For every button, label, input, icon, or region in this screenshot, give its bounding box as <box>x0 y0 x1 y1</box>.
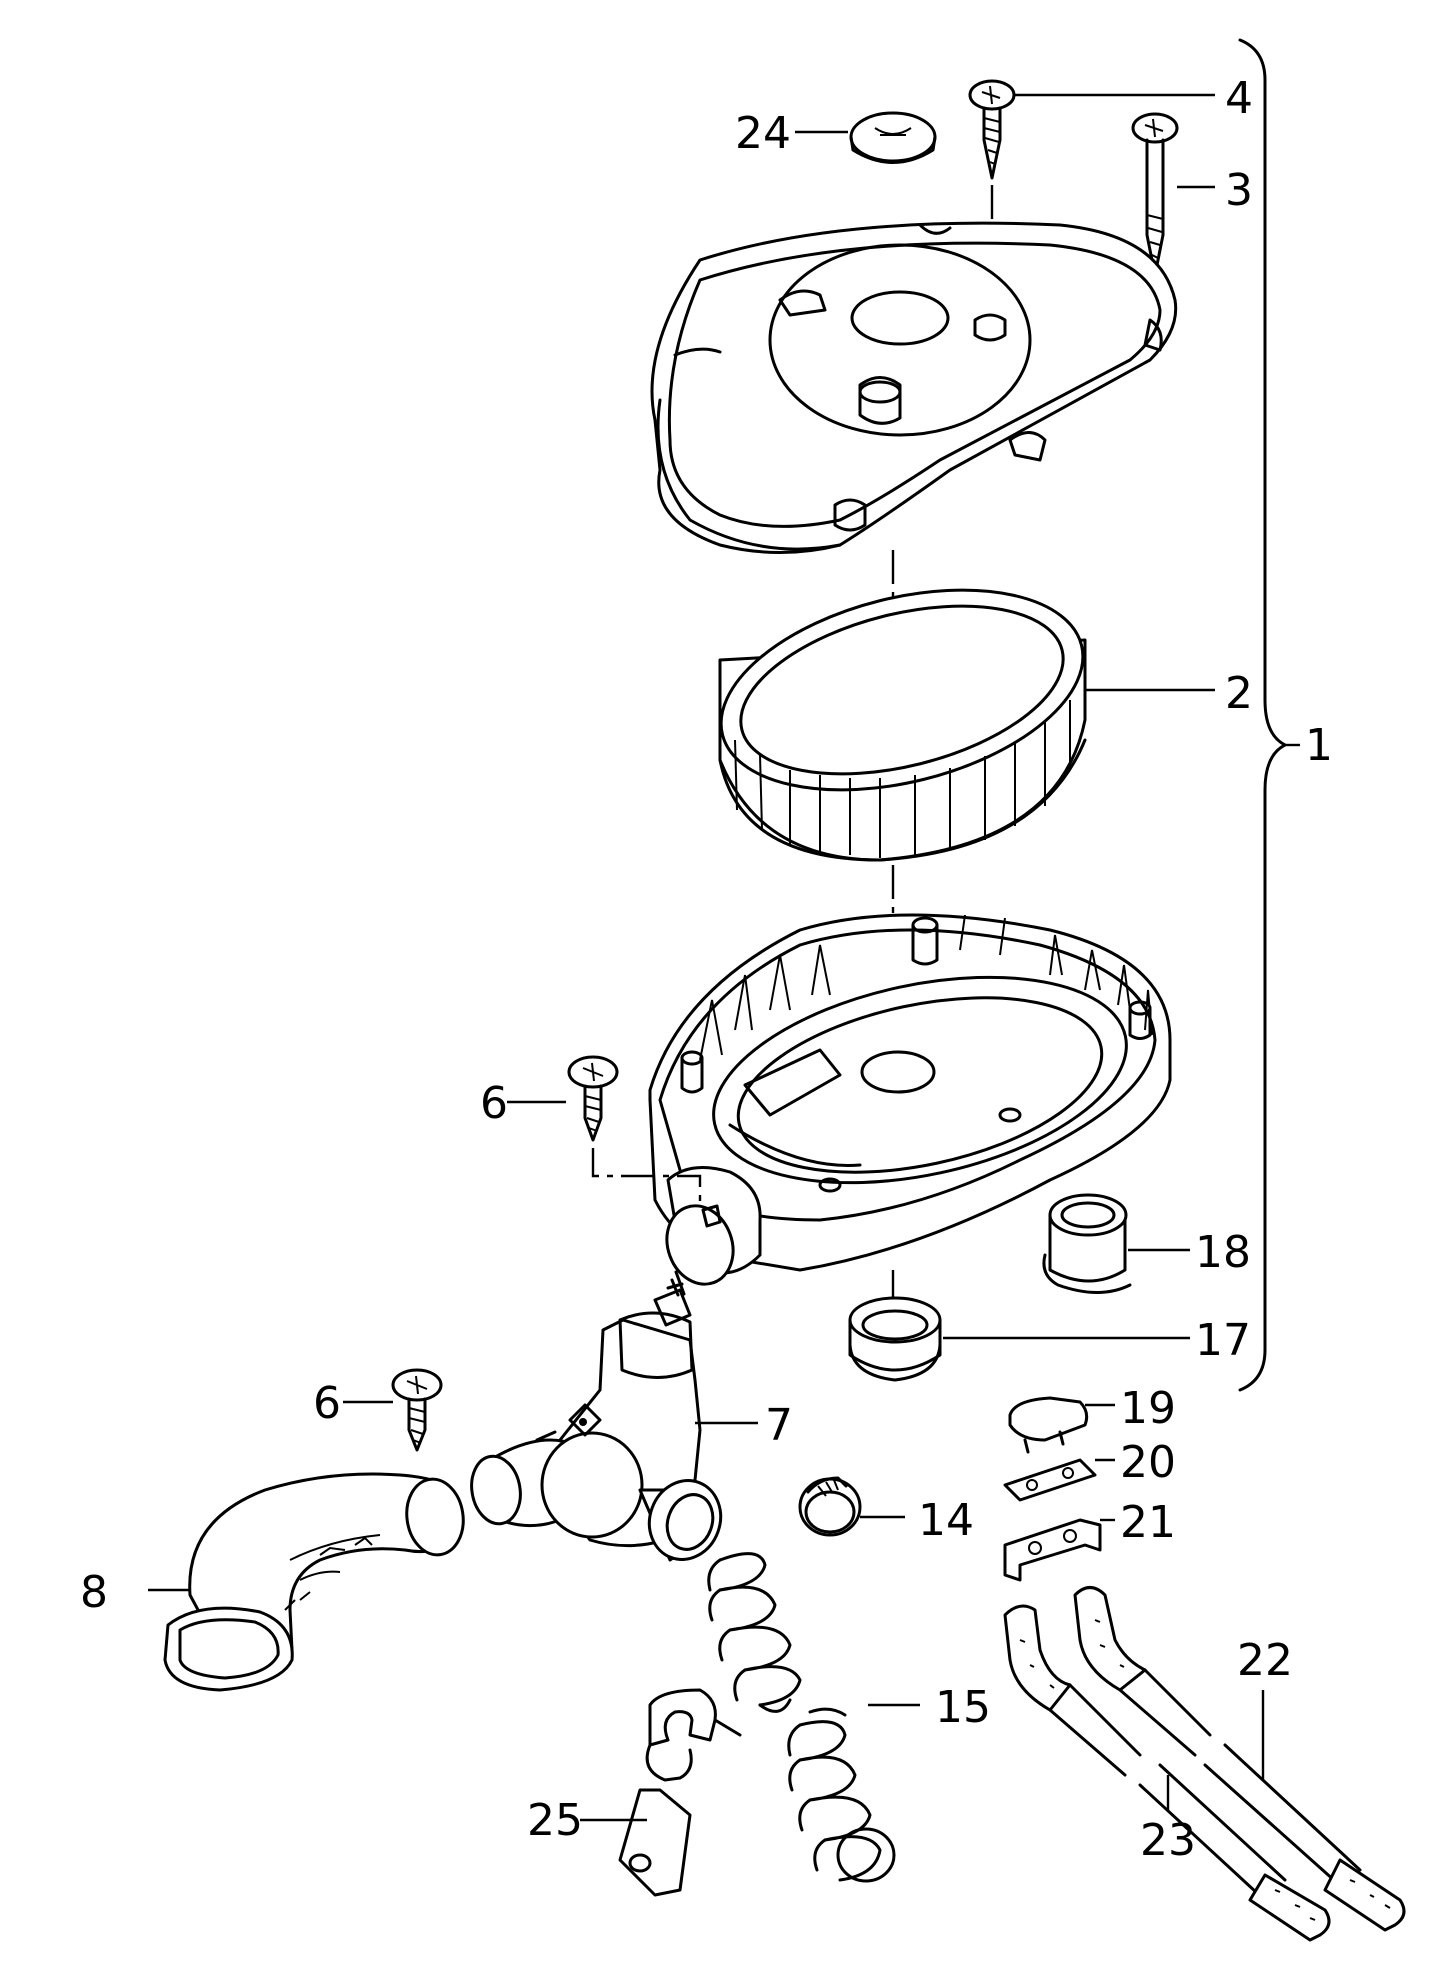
callout-1: 1 <box>1305 720 1333 771</box>
part-22-hose <box>1073 1586 1406 1932</box>
leader-lines <box>148 93 1265 1822</box>
air-cleaner-cover <box>650 221 1178 554</box>
callout-21: 21 <box>1120 1497 1176 1548</box>
callout-19: 19 <box>1120 1383 1176 1434</box>
part-14-hose-clamp <box>798 1476 862 1537</box>
part-24-cap <box>849 111 937 164</box>
callout-6-lower: 6 <box>313 1378 341 1429</box>
callout-22: 22 <box>1237 1635 1293 1686</box>
part-6-screw-upper <box>567 1055 702 1206</box>
callout-4: 4 <box>1225 73 1253 124</box>
callout-14: 14 <box>918 1495 974 1546</box>
part-21-bracket <box>1003 1518 1102 1582</box>
part-20-plate <box>1003 1458 1097 1502</box>
part-25-clip-bracket <box>618 1688 742 1897</box>
callout-24: 24 <box>735 108 791 159</box>
part-8-elbow-hose <box>163 1472 465 1692</box>
part-23-hose <box>1003 1604 1331 1942</box>
assembly-bracket <box>1238 38 1300 1392</box>
callout-8: 8 <box>80 1567 108 1618</box>
callout-18: 18 <box>1195 1227 1251 1278</box>
part-15-coil-spring <box>787 1707 896 1883</box>
coil-spring-upper <box>707 1552 802 1713</box>
part-2-filter-element <box>718 588 1087 862</box>
part-18-grommet <box>1042 1193 1132 1294</box>
callout-17: 17 <box>1195 1315 1251 1366</box>
part-19-plug <box>1008 1396 1089 1454</box>
callout-6-upper: 6 <box>480 1078 508 1129</box>
part-6-screw-lower <box>391 1368 443 1452</box>
part-17-grommet <box>848 1270 942 1382</box>
callout-23: 23 <box>1140 1815 1196 1866</box>
callout-2: 2 <box>1225 668 1253 719</box>
air-cleaner-housing <box>648 913 1172 1286</box>
callout-20: 20 <box>1120 1437 1176 1488</box>
callout-25: 25 <box>527 1795 583 1846</box>
part-7-valve <box>470 1270 723 1562</box>
callout-15: 15 <box>935 1682 991 1733</box>
callout-3: 3 <box>1225 165 1253 216</box>
callout-labels: 1 2 3 4 6 6 7 8 14 15 17 18 19 20 21 22 … <box>80 73 1333 1866</box>
callout-7: 7 <box>765 1400 793 1451</box>
